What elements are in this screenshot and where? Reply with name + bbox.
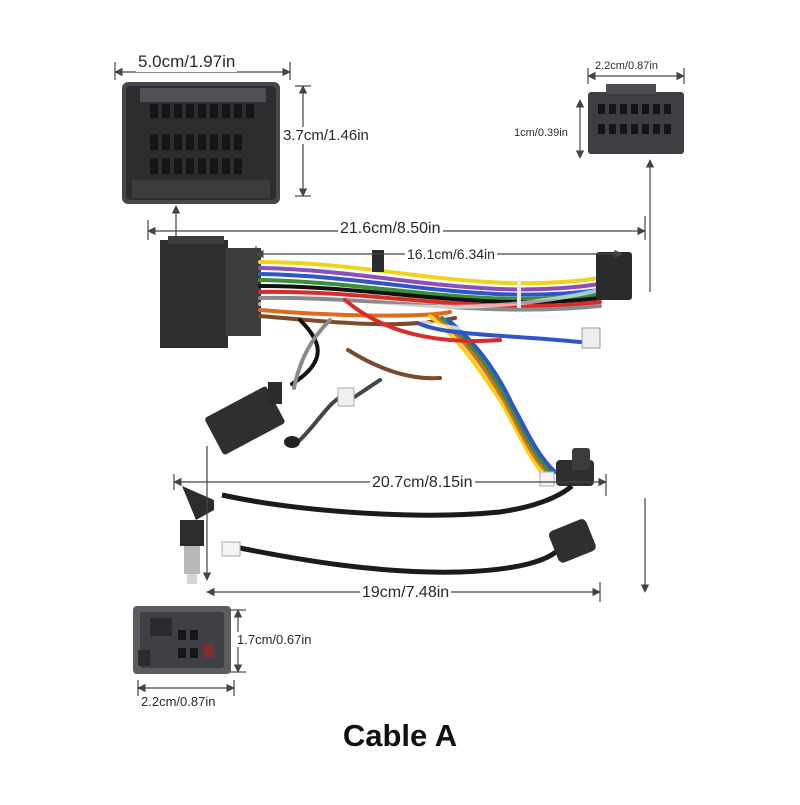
page-title: Cable A xyxy=(342,718,458,753)
small-connector-image xyxy=(133,606,231,674)
main-connector-width-label: 5.0cm/1.97in xyxy=(136,52,238,72)
iso-plug-image xyxy=(588,84,684,154)
harness-image xyxy=(160,236,632,487)
harness-total-length-label: 21.6cm/8.50in xyxy=(338,220,443,238)
iso-plug-height-label: 1cm/0.39in xyxy=(514,127,568,139)
small-connector-height-label: 1.7cm/0.67in xyxy=(237,632,312,647)
main-connector-height-label: 3.7cm/1.46in xyxy=(283,127,369,144)
main-connector-image xyxy=(122,82,280,204)
harness-branch-length-label: 16.1cm/6.34in xyxy=(405,246,497,262)
iso-plug-width-label: 2.2cm/0.87in xyxy=(595,60,658,72)
antenna-cable-image xyxy=(180,484,574,584)
usb-cable-image xyxy=(221,519,596,575)
usb-cable-length-label: 19cm/7.48in xyxy=(360,584,452,602)
antenna-cable-length-label: 20.7cm/8.15in xyxy=(370,474,475,492)
small-connector-width-label: 2.2cm/0.87in xyxy=(141,694,216,709)
